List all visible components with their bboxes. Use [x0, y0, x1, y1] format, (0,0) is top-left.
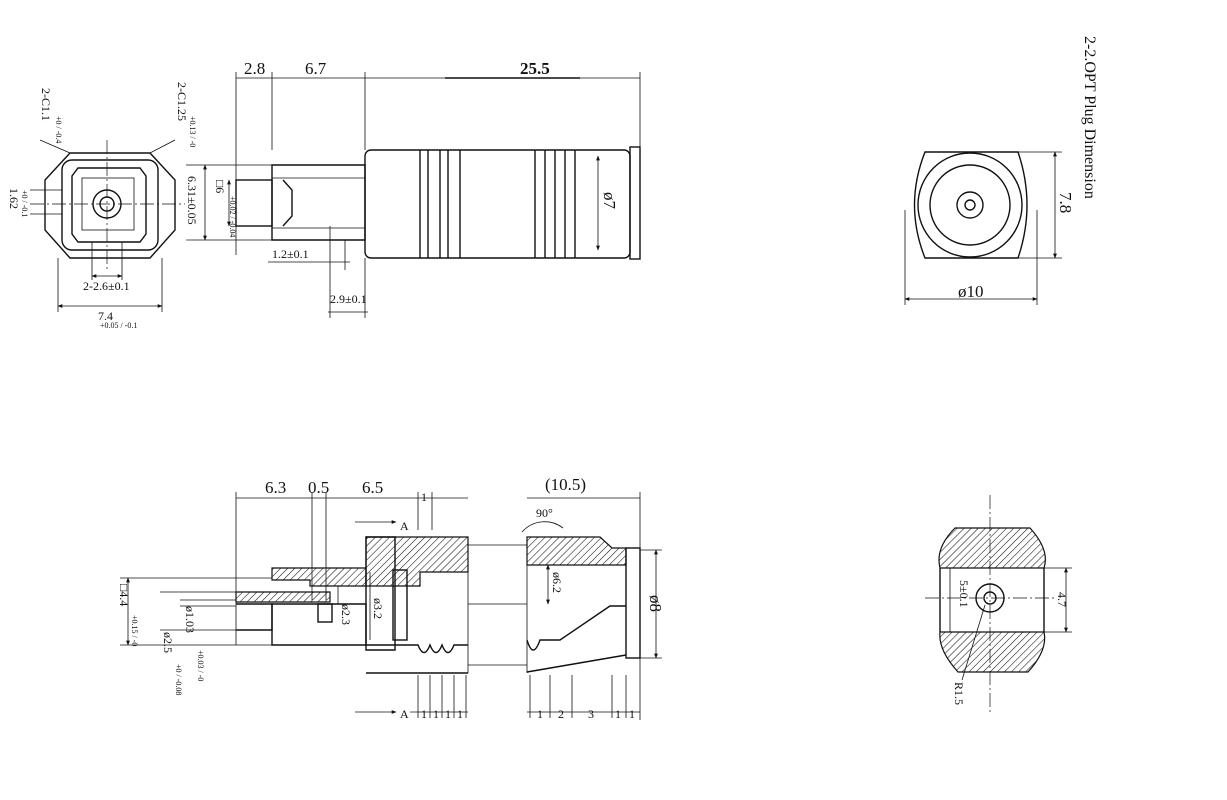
angle-90: 90°: [536, 506, 553, 520]
dia-2-3: ø2.3: [339, 604, 353, 625]
height-7-8: 7.8: [1056, 192, 1075, 213]
dia-10: ø10: [958, 282, 984, 301]
width-label: 7.4: [98, 309, 113, 323]
dim-10-5: (10.5): [545, 475, 586, 494]
section-aa-view: [925, 495, 1072, 712]
pitch-1-e: 1: [537, 707, 543, 721]
radius-1-5: R1.5: [952, 682, 966, 705]
dim-1-2: 1.2±0.1: [272, 247, 309, 261]
front-view: [30, 139, 185, 312]
dia-2-5: ø2.5: [161, 632, 175, 653]
pitch-1-g: 1: [629, 707, 635, 721]
dim-2-8: 2.8: [244, 59, 265, 78]
dim-4-7: 4.7: [1055, 592, 1069, 607]
pitch-1-f: 1: [615, 707, 621, 721]
drawing-title: 2-2.OPT Plug Dimension: [1081, 36, 1098, 199]
pitch-1-b: 1: [433, 707, 439, 721]
pitch-2: 2: [558, 707, 564, 721]
sq-4-4: □4.4: [117, 584, 131, 606]
width-tol: +0.05 / -0.1: [100, 321, 137, 330]
end-view: [904, 151, 1062, 305]
square-label: □6: [213, 180, 227, 193]
square-tol: +0.02 / -0.04: [228, 196, 237, 237]
pitch-1-c: 1: [445, 707, 451, 721]
chamfer-right-tol: +0.13 / -0: [188, 116, 197, 147]
dim-2-9: 2.9±0.1: [330, 292, 367, 306]
chamfer-right-label: 2-C1.25: [175, 82, 189, 121]
dim-25-5: 25.5: [520, 59, 550, 78]
side-view: [186, 72, 641, 318]
section-mark-bottom: A: [400, 707, 409, 721]
dim-1: 1: [421, 490, 427, 504]
pitch-3: 3: [588, 707, 594, 721]
dim-0-5: 0.5: [308, 478, 329, 497]
dia-1-03-tol: +0.03 / -0: [196, 650, 205, 681]
pitch-1-a: 1: [421, 707, 427, 721]
dim-6-7: 6.7: [305, 59, 327, 78]
pitch-1-d: 1: [457, 707, 463, 721]
slot-label: 2-2.6±0.1: [83, 279, 130, 293]
dia-3-2: ø3.2: [371, 598, 385, 619]
dim-6-5: 6.5: [362, 478, 383, 497]
height-label: 6.31±0.05: [185, 176, 199, 225]
dia-8: ø8: [646, 595, 665, 612]
section-mark-top: A: [400, 519, 409, 533]
dia-7: ø7: [600, 192, 619, 210]
offset-tol: +0 / -0.1: [20, 190, 29, 217]
chamfer-left-tol: +0 / -0.4: [54, 116, 63, 143]
dim-5: 5±0.1: [957, 580, 971, 608]
sq-4-4-tol: +0.15 / -0: [130, 615, 139, 646]
offset-label: 1.62: [7, 188, 21, 209]
chamfer-left-label: 2-C1.1: [39, 88, 53, 121]
dia-1-03: ø1.03: [183, 606, 197, 633]
dim-6-3: 6.3: [265, 478, 286, 497]
dia-2-5-tol: +0 / -0.08: [174, 664, 183, 695]
section-view: [120, 492, 662, 720]
dia-6-2: ø6.2: [550, 572, 564, 593]
